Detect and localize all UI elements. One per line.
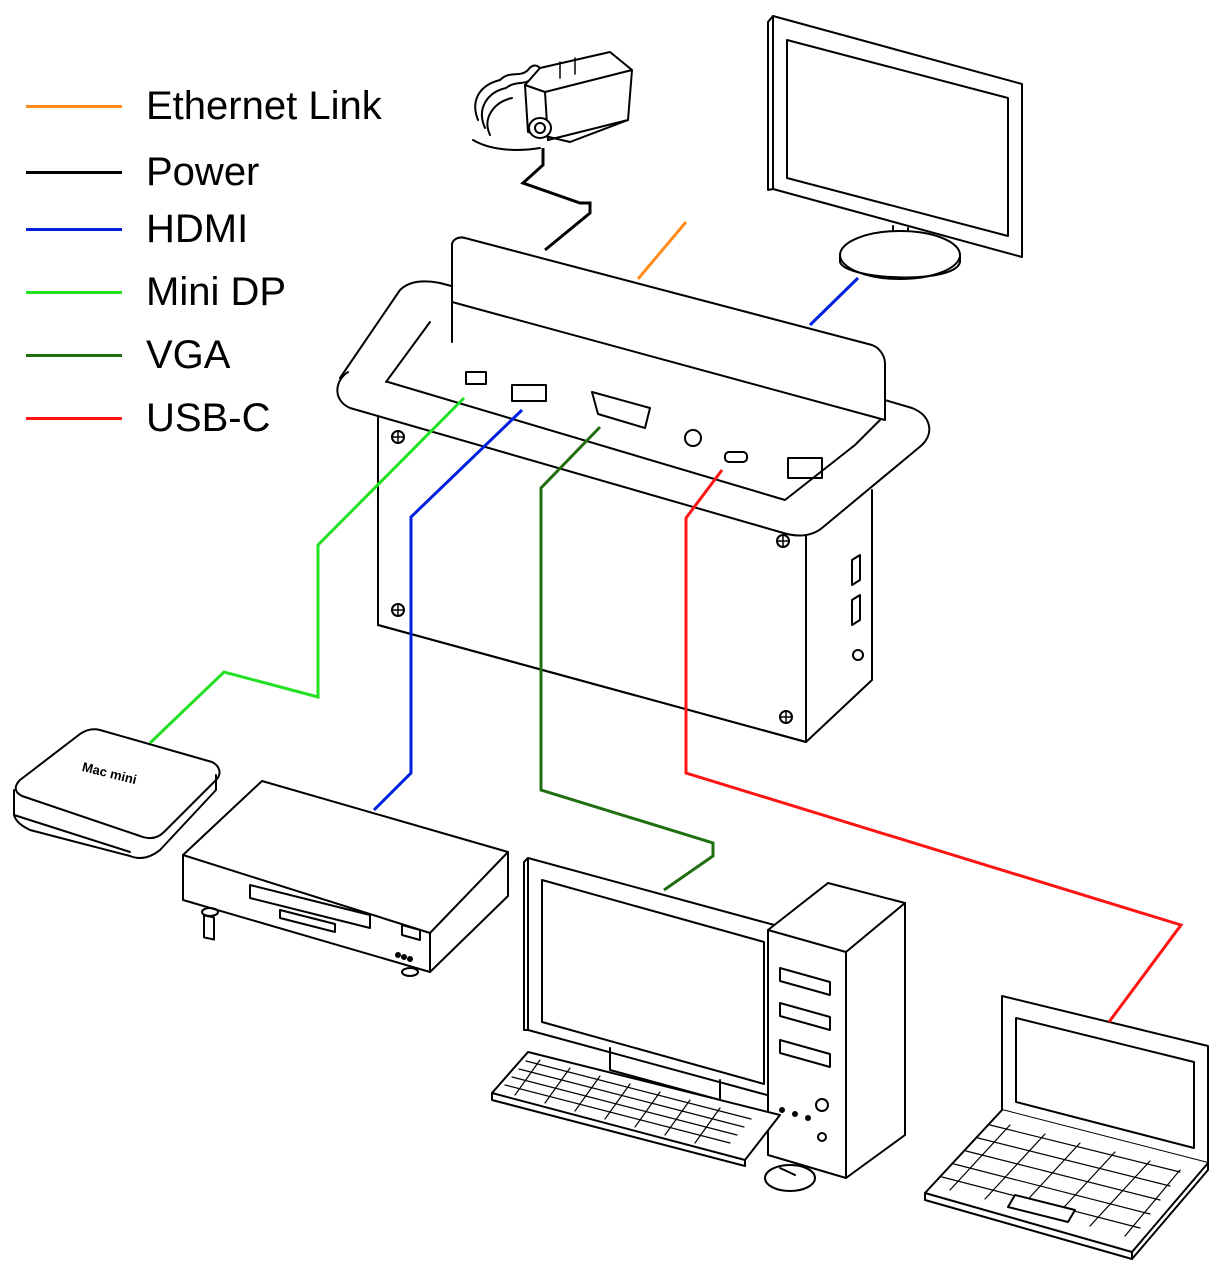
- legend-label-usbc: USB-C: [146, 395, 271, 440]
- legend-label-power: Power: [146, 149, 260, 194]
- laptop-icon: [924, 995, 1209, 1260]
- power-adapter-icon: [472, 51, 633, 151]
- legend-swatch-power: [26, 170, 122, 174]
- legend-item-ethernet: Ethernet Link: [26, 83, 382, 128]
- cable-power: [520, 148, 592, 252]
- legend-item-usbc: USB-C: [26, 395, 271, 440]
- legend-item-power: Power: [26, 149, 260, 194]
- desktop-computer-icon: [491, 857, 906, 1192]
- table-connection-box-icon: [336, 236, 931, 743]
- legend-label-hdmi: HDMI: [146, 206, 249, 251]
- legend-swatch-vga: [26, 353, 122, 357]
- cable-ethernet: [636, 221, 688, 280]
- legend-item-minidp: Mini DP: [26, 269, 287, 314]
- legend-swatch-minidp: [26, 290, 122, 294]
- media-player-icon: [182, 780, 509, 977]
- legend-item-vga: VGA: [26, 332, 231, 377]
- legend-swatch-usbc: [26, 416, 122, 420]
- legend-swatch-ethernet: [26, 104, 122, 108]
- monitor-icon: [767, 15, 1023, 280]
- legend-label-minidp: Mini DP: [146, 269, 287, 314]
- legend-item-hdmi: HDMI: [26, 206, 249, 251]
- cable-usbc: [684, 469, 1184, 1023]
- mac-mini-icon: [13, 728, 221, 859]
- legend-swatch-hdmi: [26, 227, 122, 231]
- cable-vga: [539, 425, 715, 892]
- cable-hdmi-player: [372, 408, 524, 812]
- legend-label-ethernet: Ethernet Link: [146, 83, 382, 128]
- legend-label-vga: VGA: [146, 332, 231, 377]
- cable-minidp: [148, 396, 466, 745]
- cable-hdmi-monitor: [808, 276, 860, 327]
